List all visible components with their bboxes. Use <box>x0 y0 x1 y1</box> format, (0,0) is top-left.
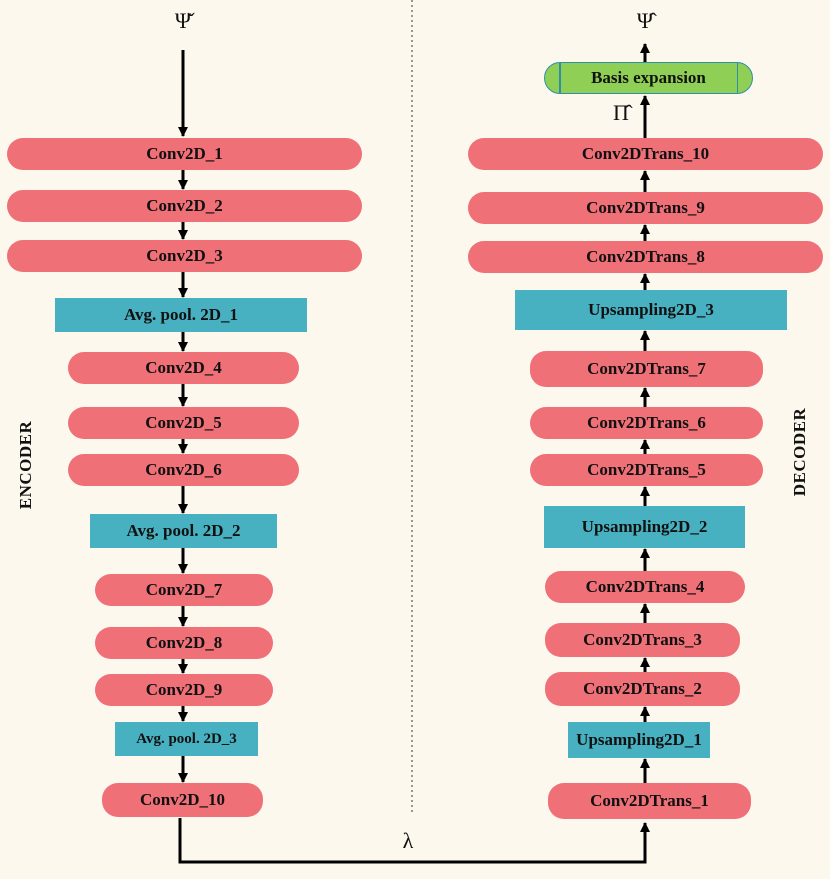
encoder-layer-label: Conv2D_9 <box>145 680 223 699</box>
decoder-layer-11: Conv2DTrans_2 <box>545 672 740 706</box>
encoder-layer-12: Avg. pool. 2D_3 <box>115 722 258 756</box>
encoder-layer-5: Conv2D_4 <box>68 352 299 384</box>
encoder-layer-label: Avg. pool. 2D_3 <box>136 730 237 747</box>
decoder-layer-label: Conv2DTrans_10 <box>581 144 710 163</box>
decoder-layer-10: Conv2DTrans_3 <box>545 623 740 657</box>
latent-symbol: λ <box>402 828 414 853</box>
decoder-layer-label: Conv2DTrans_8 <box>586 247 705 266</box>
decoder-layer-label: Conv2DTrans_1 <box>590 791 709 810</box>
decoder-layer-label: Conv2DTrans_2 <box>583 679 702 698</box>
decoder-layer-label: Conv2DTrans_5 <box>587 460 706 479</box>
encoder-layer-label: Conv2D_8 <box>145 633 223 652</box>
encoder-layer-label: Conv2D_6 <box>145 460 222 479</box>
encoder-layer-label: Conv2D_4 <box>145 358 222 377</box>
decoder-layer-label: Conv2DTrans_9 <box>586 198 705 217</box>
decoder-layer-label: Conv2DTrans_3 <box>583 630 702 649</box>
decoder-layer-6: Conv2DTrans_6 <box>530 407 763 439</box>
intermediate-symbol: Π̂ <box>613 100 629 125</box>
decoder-layer-8: Upsampling2D_2 <box>544 506 745 548</box>
decoder-layer-label: Upsampling2D_3 <box>588 300 714 319</box>
encoder-layer-2: Conv2D_2 <box>7 190 362 222</box>
encoder-layer-9: Conv2D_7 <box>95 574 273 606</box>
encoder-layer-11: Conv2D_9 <box>95 674 273 706</box>
decoder-layer-label: Conv2DTrans_4 <box>585 577 705 596</box>
decoder-layer-label: Upsampling2D_2 <box>581 517 708 536</box>
encoder-layer-label: Conv2D_3 <box>146 246 223 265</box>
encoder-layer-6: Conv2D_5 <box>68 407 299 439</box>
encoder-layer-label: Conv2D_2 <box>146 196 223 215</box>
basis-expansion-block: Basis expansion <box>544 62 753 94</box>
encoder-layer-label: Conv2D_1 <box>146 144 223 163</box>
encoder-layer-7: Conv2D_6 <box>68 454 299 486</box>
encoder-layer-label: Avg. pool. 2D_1 <box>124 305 238 324</box>
encoder-layer-8: Avg. pool. 2D_2 <box>90 514 277 548</box>
encoder-layer-1: Conv2D_1 <box>7 138 362 170</box>
basis-expansion-label: Basis expansion <box>591 68 706 87</box>
decoder-layer-label: Upsampling2D_1 <box>576 730 702 749</box>
decoder-layer-9: Conv2DTrans_4 <box>545 571 745 603</box>
encoder-layer-4: Avg. pool. 2D_1 <box>55 298 307 332</box>
encoder-layer-label: Conv2D_7 <box>145 580 223 599</box>
encoder-layer-label: Conv2D_5 <box>145 413 222 432</box>
latent-connector <box>178 818 650 864</box>
decoder-layer-13: Conv2DTrans_1 <box>548 783 751 819</box>
basis-left-divider <box>559 63 561 93</box>
decoder-layer-3: Conv2DTrans_8 <box>468 241 823 273</box>
encoder-layer-10: Conv2D_8 <box>95 627 273 659</box>
encoder-layer-13: Conv2D_10 <box>102 783 263 817</box>
encoder-layer-label: Conv2D_10 <box>139 790 225 809</box>
decoder-layer-label: Conv2DTrans_7 <box>587 359 706 378</box>
basis-right-divider <box>736 63 738 93</box>
decoder-layer-12: Upsampling2D_1 <box>568 722 710 758</box>
decoder-layer-1: Conv2DTrans_10 <box>468 138 823 170</box>
decoder-layer-2: Conv2DTrans_9 <box>468 192 823 224</box>
output-symbol: Ψ̂ <box>636 8 654 33</box>
decoder-layer-label: Conv2DTrans_6 <box>587 413 706 432</box>
decoder-layer-5: Conv2DTrans_7 <box>530 351 763 387</box>
encoder-label: ENCODER <box>16 420 35 510</box>
encoder-layer-3: Conv2D_3 <box>7 240 362 272</box>
encoder-layer-label: Avg. pool. 2D_2 <box>126 521 241 540</box>
decoder-label: DECODER <box>790 407 809 497</box>
decoder-layer-7: Conv2DTrans_5 <box>530 454 763 486</box>
input-symbol: Ψ̌ <box>174 8 192 33</box>
decoder-layer-4: Upsampling2D_3 <box>515 290 787 330</box>
